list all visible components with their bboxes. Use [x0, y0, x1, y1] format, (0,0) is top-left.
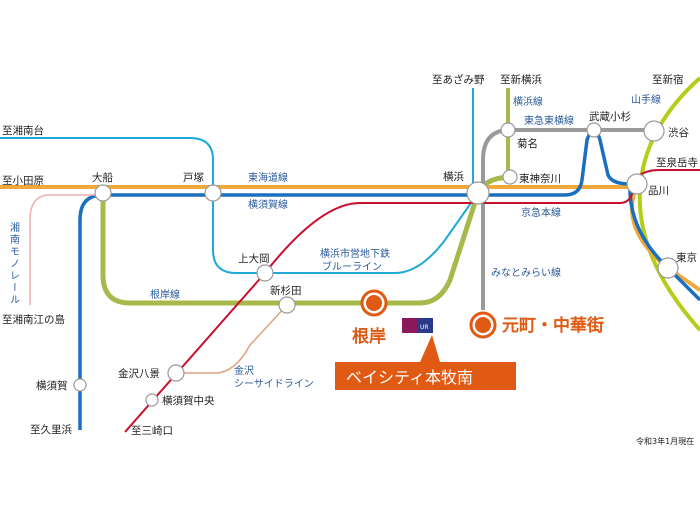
label-tokyo: 東京: [676, 251, 697, 264]
station-shibuya[interactable]: [643, 120, 665, 142]
label-yokosuka: 横須賀: [36, 379, 68, 392]
callout-pointer: [420, 335, 440, 362]
dest-odawara: 至小田原: [2, 175, 44, 187]
label-negishi-line: 根岸線: [150, 288, 180, 301]
blueline-line: [0, 88, 479, 274]
negishi-line: [100, 174, 511, 306]
station-musashikosugi[interactable]: [586, 122, 602, 138]
station-yokohama[interactable]: [466, 181, 490, 205]
svg-text:UR: UR: [420, 324, 429, 331]
seaside-line: [176, 304, 288, 374]
dest-shonandai: 至湘南台: [2, 124, 44, 137]
station-ofuna[interactable]: [94, 184, 112, 202]
station-shinagawa[interactable]: [626, 173, 648, 195]
dest-azamino: 至あざみ野: [432, 73, 485, 86]
label-yokosuka-line: 横須賀線: [248, 198, 288, 211]
as-of-note: 令和3年1月現在: [636, 436, 694, 446]
station-shinsugita[interactable]: [278, 296, 296, 314]
station-higashikanagawa[interactable]: [502, 169, 518, 185]
label-monorail-line: 湘南モノレール: [8, 221, 20, 306]
label-minatomirai-line: みなとみらい線: [491, 266, 561, 279]
dest-enoshima: 至湘南江の島: [2, 313, 65, 326]
label-negishi: 根岸: [352, 326, 386, 347]
station-negishi-marker[interactable]: [360, 289, 388, 317]
label-kamiooka: 上大岡: [238, 252, 270, 265]
label-blueline-2: ブルーライン: [322, 260, 382, 273]
station-tokyo[interactable]: [657, 257, 679, 279]
label-seaside-1: 金沢: [234, 364, 254, 377]
dest-sengakuji: 至泉岳寺: [656, 156, 698, 169]
station-yokosuka[interactable]: [73, 378, 87, 392]
label-blueline-1: 横浜市営地下鉄: [320, 247, 390, 260]
property-name: ベイシティ本牧南: [346, 368, 473, 387]
station-kikuna[interactable]: [500, 122, 516, 138]
svg-text:湘南モノレール: 湘南モノレール: [8, 221, 20, 306]
ur-logo: UR: [402, 318, 433, 333]
label-musashikosugi: 武蔵小杉: [589, 110, 631, 123]
station-totsuka[interactable]: [204, 184, 222, 202]
property-callout-box[interactable]: [335, 362, 516, 390]
label-yokosukachuo: 横須賀中央: [162, 394, 215, 407]
label-tokaido-line: 東海道線: [248, 171, 288, 184]
label-totsuka: 戸塚: [183, 172, 204, 184]
label-keikyu-line: 京急本線: [521, 206, 561, 219]
station-motomachi-marker[interactable]: [469, 311, 497, 339]
label-ofuna: 大船: [92, 171, 113, 184]
label-kanazawahakkei: 金沢八景: [118, 367, 160, 380]
label-shinsugita: 新杉田: [270, 284, 302, 297]
label-shinagawa: 品川: [648, 185, 669, 197]
monorail-line: [29, 194, 103, 305]
dest-kurihama: 至久里浜: [30, 424, 72, 436]
dest-shinyokohama: 至新横浜: [500, 73, 542, 86]
station-kanazawahakkei[interactable]: [167, 364, 185, 382]
dest-shinjuku: 至新宿: [652, 73, 684, 86]
label-motomachi: 元町・中華街: [502, 315, 604, 336]
label-shibuya: 渋谷: [668, 126, 689, 139]
label-higashikanagawa: 東神奈川: [519, 172, 561, 185]
label-kikuna: 菊名: [517, 137, 538, 150]
dest-misakiguchi: 至三崎口: [131, 424, 173, 437]
label-toyoko-line: 東急東横線: [524, 114, 574, 127]
station-kamiooka[interactable]: [256, 264, 274, 282]
label-yamanote-line: 山手線: [631, 93, 661, 106]
label-yokohama: 横浜: [443, 170, 464, 183]
label-seaside-2: シーサイドライン: [234, 378, 314, 390]
station-yokosukachuo[interactable]: [145, 393, 159, 407]
label-yokohama-line: 横浜線: [513, 95, 543, 108]
